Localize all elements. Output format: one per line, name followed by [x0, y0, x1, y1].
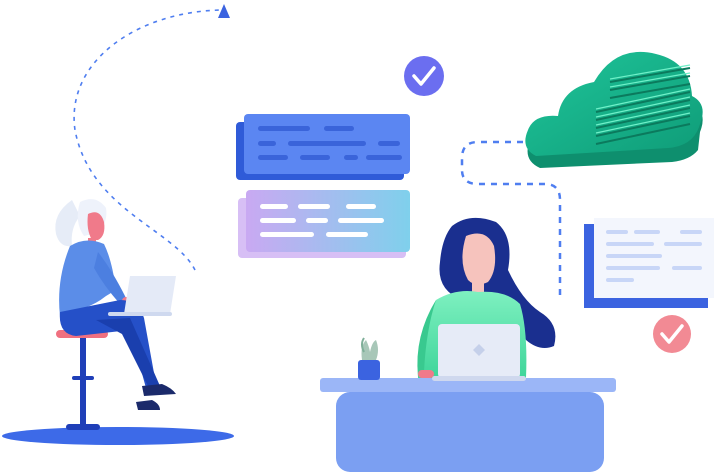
cloud-server-icon — [525, 51, 703, 168]
document-card-right — [584, 218, 714, 308]
check-circle-icon — [404, 56, 444, 96]
desk — [320, 378, 616, 472]
floor-shadow — [2, 427, 234, 445]
bar-stool — [56, 330, 108, 430]
message-card-blue — [236, 114, 410, 180]
check-circle-icon — [653, 315, 691, 353]
desk-woman-figure — [417, 217, 556, 381]
sitting-woman-figure — [55, 199, 176, 410]
cactus-plant-icon — [358, 337, 380, 380]
triangle-arrow-icon — [218, 4, 230, 18]
message-card-gradient — [238, 190, 410, 258]
